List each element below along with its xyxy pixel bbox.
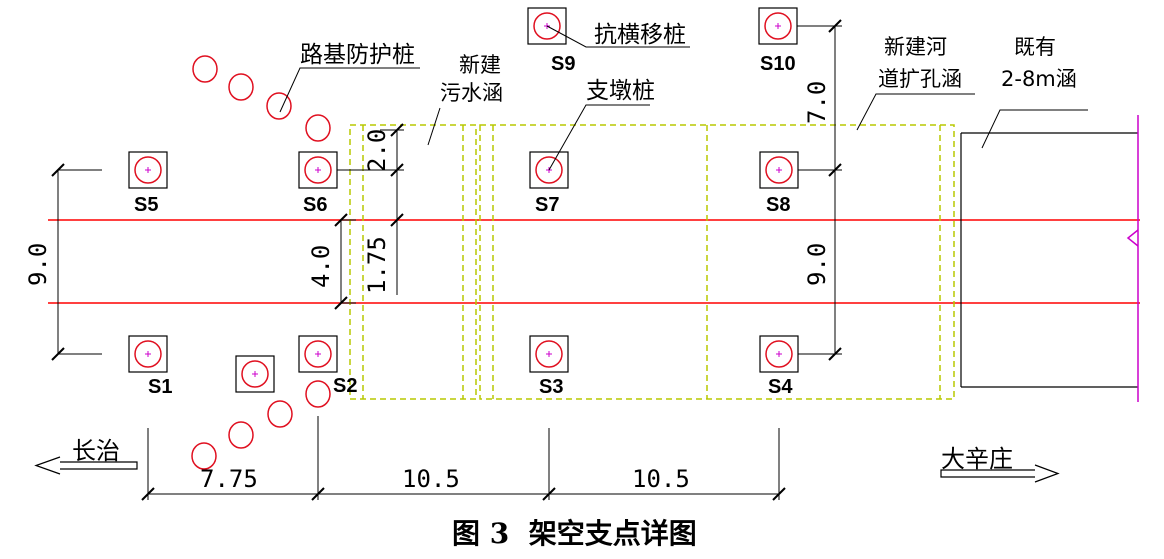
pile-label-s10: S10 (760, 53, 796, 75)
pile-s2 (298, 335, 338, 373)
existing-culvert (960, 132, 1138, 388)
arrow-left-icon (34, 456, 138, 475)
dir-label-left: 长治 (72, 437, 120, 465)
pile-s10 (758, 7, 798, 45)
pile-s3 (529, 335, 569, 373)
label-new-river-1: 新建河 (884, 35, 947, 59)
pile-s4 (759, 335, 799, 373)
break-mark (1126, 229, 1139, 247)
pile-label-s9: S9 (551, 53, 575, 75)
label-existing-1: 既有 (1014, 35, 1056, 59)
pile-label-s8: S8 (766, 194, 790, 216)
subgrade-pile (228, 421, 254, 449)
pile-label-s2: S2 (333, 375, 357, 397)
pile-label-s7: S7 (535, 194, 559, 216)
pile-extra (235, 355, 275, 393)
dir-label-right: 大辛庄 (941, 445, 1013, 473)
subgrade-pile (228, 73, 254, 101)
pile-label-s3: S3 (539, 376, 563, 398)
dim-label-2: 2.0 (363, 129, 391, 172)
label-lateral-pile: 抗横移桩 (594, 22, 686, 48)
dim-label-right-7: 7.0 (803, 81, 831, 124)
label-new-sewer-1: 新建 (459, 53, 501, 77)
dim-label-775: 7.75 (200, 465, 258, 493)
label-existing-2: 2-8m涵 (1001, 67, 1077, 91)
dim-bottom (141, 416, 786, 501)
new-river-culvert-outline (479, 124, 955, 400)
subgrade-pile (192, 55, 218, 83)
pile-label-s1: S1 (148, 376, 172, 398)
dim-2 (337, 123, 404, 227)
dim-label-105b: 10.5 (632, 465, 690, 493)
subgrade-pile (266, 92, 292, 120)
pile-label-s6: S6 (303, 194, 327, 216)
dim-label-left-9: 9.0 (24, 243, 52, 286)
arrow-right-icon (940, 464, 1060, 483)
label-new-river-2: 道扩孔涵 (878, 67, 962, 91)
pile-s6 (298, 151, 338, 189)
pile-s8 (759, 151, 799, 189)
subgrade-pile (305, 114, 331, 142)
dim-4 (334, 213, 356, 310)
label-new-sewer-2: 污水涵 (440, 81, 503, 105)
pile-label-s4: S4 (768, 376, 793, 398)
pile-s1 (128, 335, 168, 373)
new-sewer-culvert-outline (349, 124, 477, 400)
dim-label-right-9: 9.0 (803, 243, 831, 286)
label-subgrade-pile: 路基防护桩 (300, 42, 415, 68)
dim-label-105a: 10.5 (402, 465, 460, 493)
subgrade-protection-piles (191, 55, 331, 470)
dim-label-175: 1.75 (363, 236, 391, 294)
leader-lines (279, 25, 1088, 171)
dim-label-4: 4.0 (307, 245, 335, 288)
subgrade-pile (267, 400, 293, 428)
subgrade-pile (305, 380, 331, 408)
pile-label-s5: S5 (134, 194, 158, 216)
dim-right-9 (798, 170, 842, 361)
subgrade-pile (191, 442, 217, 470)
figure-caption: 图 3 架空支点详图 (452, 517, 697, 550)
label-pier-pile: 支墩桩 (586, 78, 655, 104)
pile-s5 (128, 151, 168, 189)
dim-left-9 (51, 163, 102, 361)
